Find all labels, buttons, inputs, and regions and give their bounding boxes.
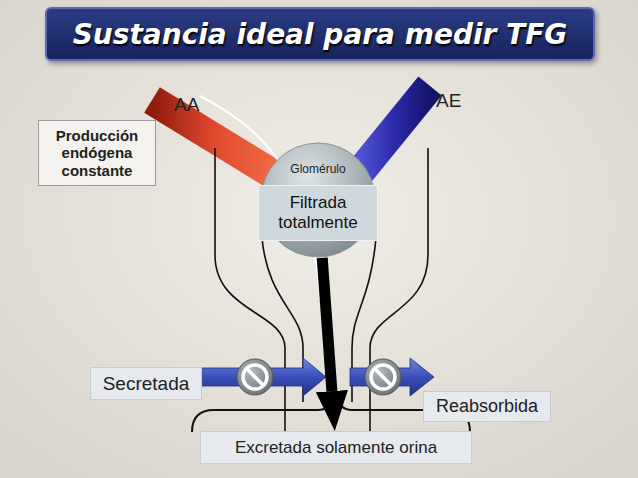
prohibited-ring (371, 365, 395, 389)
node-text: Secretada (103, 373, 190, 395)
afferent-arteriole (152, 100, 276, 176)
result-box: Excretada solamente orina (200, 431, 472, 464)
prohibited-slash (247, 369, 264, 386)
prohibited-disc (365, 359, 401, 395)
node-text: Reabsorbida (436, 396, 538, 417)
reabsorption-arrow (350, 358, 434, 396)
process-box: Filtrada totalmente (258, 185, 378, 241)
prohibited-symbol (237, 359, 273, 395)
node-text: Filtrada totalmente (259, 193, 377, 232)
prohibited-slash (375, 369, 392, 386)
prohibited-symbol (365, 359, 401, 395)
vessel-label: AA (174, 94, 199, 116)
process-box: Secretada (90, 367, 202, 400)
efferent-arteriole (360, 86, 430, 172)
glomerulus-circle: GloméruloFiltrada totalmente (260, 142, 376, 258)
capsule-wall (370, 148, 428, 432)
vessel-label: AE (436, 90, 461, 112)
flow-arrow (322, 258, 332, 391)
node-text: Producción endógena constante (39, 127, 155, 179)
prohibited-ring (243, 365, 267, 389)
title-banner: Sustancia ideal para medir TFG (45, 7, 595, 61)
secretion-arrow (200, 358, 326, 396)
note-box: Producción endógena constante (38, 120, 156, 186)
node-text: Glomérulo (290, 163, 345, 177)
prohibited-disc (237, 359, 273, 395)
node-text: Excretada solamente orina (235, 438, 437, 458)
process-box: Reabsorbida (423, 391, 551, 422)
